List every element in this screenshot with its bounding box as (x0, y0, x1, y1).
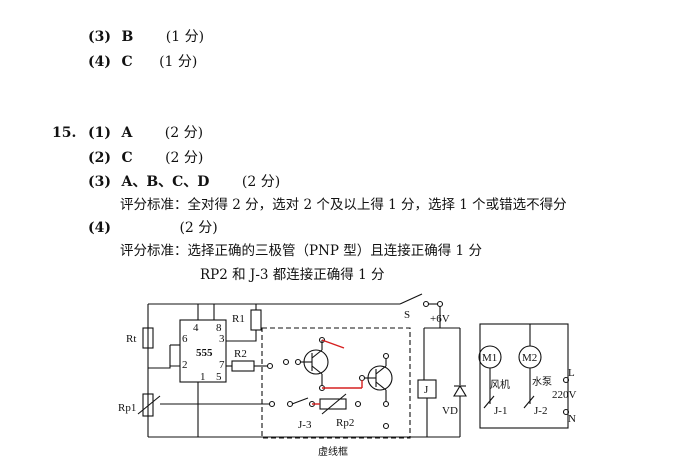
label-pump: 水泵 (532, 376, 552, 388)
item-number: (4) (88, 54, 111, 70)
item-answer: A (121, 125, 133, 141)
label-6v: +6V (430, 313, 450, 325)
scoring-criteria: RP2 和 J-3 都连接正确得 1 分 (200, 267, 385, 283)
label-j2: J-2 (534, 405, 547, 417)
item-score: (1 分) (165, 29, 205, 45)
answer-row: (2) C (2 分) (88, 149, 203, 167)
answer-row: (1) A (2 分) (88, 124, 203, 142)
pin-4: 4 (193, 322, 199, 334)
item-score: (1 分) (159, 54, 198, 70)
label-555: 555 (196, 347, 213, 359)
answer-row: (3) A、B、C、D (2 分) (88, 173, 280, 191)
item-number: (3) (88, 174, 111, 190)
scoring-criteria: 评分标准：全对得 2 分，选对 2 个及以上得 1 分，选择 1 个或错选不得分 (120, 197, 567, 213)
label-220v: 220V (552, 389, 577, 401)
label-dashed-box: 虚线框 (318, 445, 348, 458)
pin-6: 6 (182, 333, 188, 345)
label-rp2: Rp2 (336, 417, 354, 429)
answer-row: (4) (2 分) (88, 219, 218, 237)
pin-2: 2 (182, 359, 188, 371)
pin-5: 5 (216, 371, 222, 383)
label-m1: M1 (482, 352, 497, 364)
item-answer: B (121, 29, 134, 45)
item-answer: A、B、C、D (121, 174, 210, 190)
label-r1: R1 (232, 313, 245, 325)
label-vd: VD (442, 405, 458, 417)
item-score: (2 分) (165, 150, 204, 166)
answer-row: (3) B (1 分) (88, 28, 204, 46)
item-answer: C (121, 150, 133, 166)
item-number: (4) (88, 220, 111, 236)
label-fan: 风机 (490, 378, 510, 391)
pin-8: 8 (216, 322, 222, 334)
label-l: L (568, 367, 575, 379)
pin-7: 7 (219, 359, 225, 371)
label-rp1: Rp1 (118, 402, 136, 414)
label-rt: Rt (126, 333, 136, 345)
label-m2: M2 (522, 352, 537, 364)
label-r2: R2 (234, 348, 247, 360)
label-j1: J-1 (494, 405, 507, 417)
item-number: (1) (88, 125, 111, 141)
item-score: (2 分) (164, 125, 204, 141)
item-answer: C (121, 54, 133, 70)
question-number: 15. (52, 125, 77, 141)
dashed-box (261, 327, 411, 439)
item-score: (2 分) (179, 220, 218, 236)
label-j: J (424, 384, 429, 396)
item-score: (2 分) (241, 174, 281, 190)
answer-row: (4) C (1 分) (88, 53, 197, 71)
item-number: (2) (88, 150, 111, 166)
pin-1: 1 (200, 371, 206, 383)
label-j3: J-3 (298, 419, 312, 431)
item-number: (3) (88, 29, 111, 45)
label-n: N (568, 413, 576, 425)
scoring-criteria: 评分标准：选择正确的三极管（PNP 型）且连接正确得 1 分 (120, 243, 482, 259)
label-s: S (404, 309, 410, 321)
pin-3: 3 (219, 333, 225, 345)
